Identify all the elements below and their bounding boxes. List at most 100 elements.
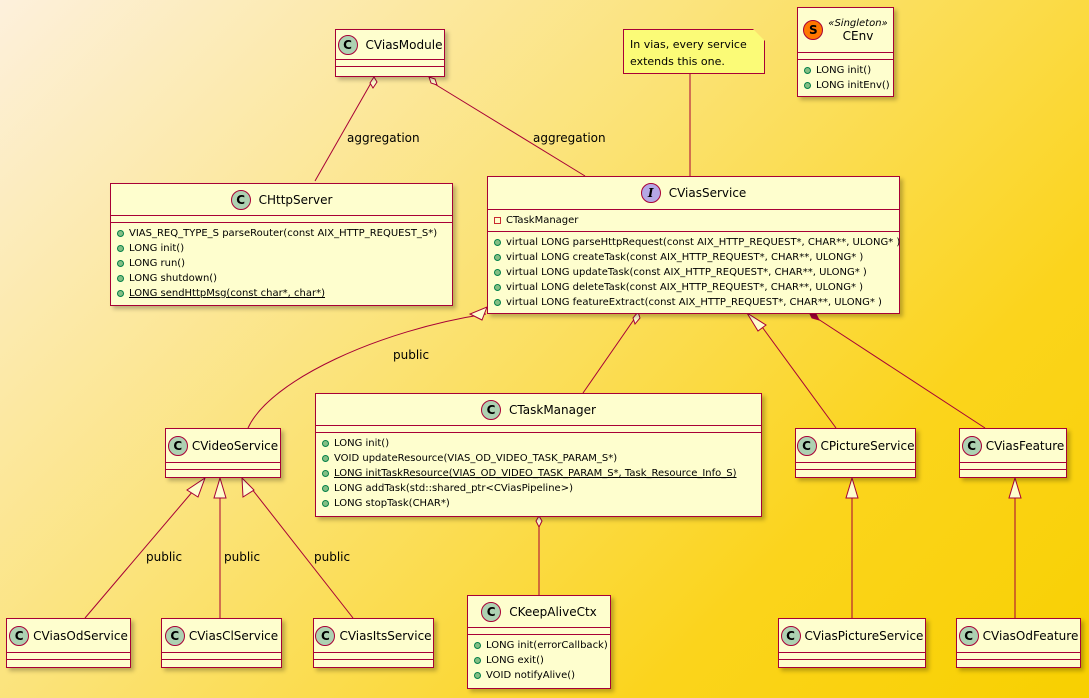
public-icon <box>322 470 329 477</box>
class-icon: C <box>167 435 188 456</box>
class-name: CViasOdFeature <box>982 628 1079 643</box>
class-icon: C <box>337 34 358 55</box>
method-item: LONG exit() <box>468 653 610 668</box>
note-line: extends this one. <box>630 55 725 68</box>
public-icon <box>804 82 811 89</box>
class-name: CViasFeature <box>985 438 1065 453</box>
label-public: public <box>393 348 430 362</box>
label-aggregation: aggregation <box>347 131 420 145</box>
method-item: LONG init() <box>798 63 893 78</box>
edge-service-viasfeature <box>814 316 986 429</box>
edge-module-service <box>432 82 586 177</box>
stereotype: «Singleton» <box>828 18 888 29</box>
class-ctaskmanager[interactable]: C CTaskManager LONG init() VOID updateRe… <box>315 393 762 517</box>
class-name: CViasModule <box>365 37 443 52</box>
class-name: CTaskManager <box>509 402 596 417</box>
generalization-arrow <box>186 476 206 498</box>
edge-pictureservice-service <box>756 319 837 429</box>
method-item: LONG initEnv() <box>798 78 893 93</box>
label-public: public <box>146 550 183 564</box>
public-icon <box>494 284 501 291</box>
method-item: LONG run() <box>111 256 452 271</box>
method-item: virtual LONG parseHttpRequest(const AIX_… <box>488 235 900 250</box>
note: In vias, every service extends this one. <box>623 29 765 74</box>
public-icon <box>117 260 124 267</box>
class-icon: C <box>230 189 251 210</box>
aggregation-diamond <box>369 76 378 89</box>
public-icon <box>117 245 124 252</box>
class-name: CViasPictureService <box>804 628 924 643</box>
label-aggregation: aggregation <box>533 131 606 145</box>
class-icon: C <box>481 399 502 420</box>
class-name: CPictureService <box>820 438 915 453</box>
label-public: public <box>224 550 261 564</box>
public-icon <box>474 657 481 664</box>
class-icon: C <box>9 625 30 646</box>
generalization-arrow <box>746 312 767 332</box>
class-icon: C <box>315 625 336 646</box>
edge-itsservice-videoservice <box>247 483 354 619</box>
class-icon: C <box>958 625 979 646</box>
class-cviasmodule[interactable]: C CViasModule <box>335 29 445 77</box>
public-icon <box>322 485 329 492</box>
class-cviasodfeature[interactable]: C CViasOdFeature <box>956 618 1081 668</box>
method-item: VOID notifyAlive() <box>468 668 610 683</box>
generalization-arrow <box>468 306 488 321</box>
class-cviasodservice[interactable]: C CViasOdService <box>6 618 131 668</box>
class-cviasfeature[interactable]: C CViasFeature <box>959 428 1067 478</box>
class-icon: C <box>796 435 817 456</box>
class-cviasclservice[interactable]: C CViasClService <box>161 618 282 668</box>
method-item: virtual LONG deleteTask(const AIX_HTTP_R… <box>488 280 899 295</box>
class-icon: C <box>481 601 502 622</box>
edge-odservice-videoservice <box>84 483 200 619</box>
class-name: CViasOdService <box>33 628 128 643</box>
class-cvideoservice[interactable]: C CVideoService <box>165 428 281 478</box>
method-item: LONG addTask(std::shared_ptr<CViasPipeli… <box>316 481 761 496</box>
class-cviasitsservice[interactable]: C CViasItsService <box>313 618 434 668</box>
field-item: CTaskManager <box>488 213 899 228</box>
method-item: LONG init() <box>111 241 452 256</box>
method-item: LONG initTaskResource(VIAS_OD_VIDEO_TASK… <box>316 466 761 481</box>
public-icon <box>322 500 329 507</box>
class-chttpserver[interactable]: C CHttpServer VIAS_REQ_TYPE_S parseRoute… <box>110 183 453 306</box>
class-cenv[interactable]: S «Singleton» CEnv LONG init() LONG init… <box>797 7 894 97</box>
private-icon <box>494 217 501 224</box>
public-icon <box>474 672 481 679</box>
public-icon <box>494 269 501 276</box>
edge-videoservice-service <box>247 313 487 429</box>
method-item: LONG stopTask(CHAR*) <box>316 496 761 511</box>
class-cviasservice[interactable]: I CViasService CTaskManager virtual LONG… <box>487 176 900 314</box>
class-name: CViasClService <box>188 628 279 643</box>
public-icon <box>117 230 124 237</box>
class-icon: C <box>961 435 982 456</box>
edge-service-taskmanager <box>582 317 636 394</box>
class-cpictureservice[interactable]: C CPictureService <box>795 428 916 478</box>
edge-module-httpserver <box>314 82 372 182</box>
generalization-arrow <box>845 476 859 499</box>
aggregation-diamond <box>535 515 543 529</box>
method-item: virtual LONG featureExtract(const AIX_HT… <box>488 295 899 310</box>
method-item: virtual LONG createTask(const AIX_HTTP_R… <box>488 250 899 265</box>
class-icon: C <box>780 625 801 646</box>
class-ckeepalivectx[interactable]: C CKeepAliveCtx LONG init(errorCallback)… <box>467 595 611 689</box>
public-icon <box>474 642 481 649</box>
singleton-icon: S <box>803 20 824 40</box>
public-icon <box>322 455 329 462</box>
note-line: In vias, every service <box>630 38 747 51</box>
method-item: VIAS_REQ_TYPE_S parseRouter(const AIX_HT… <box>111 226 452 241</box>
class-name: CEnv <box>842 29 874 43</box>
class-name: CHttpServer <box>258 192 333 207</box>
method-item: virtual LONG updateTask(const AIX_HTTP_R… <box>488 265 899 280</box>
method-item: LONG init(errorCallback) <box>468 638 610 653</box>
method-item: VOID updateResource(VIAS_OD_VIDEO_TASK_P… <box>316 451 761 466</box>
generalization-arrow <box>241 476 255 498</box>
public-icon <box>494 254 501 261</box>
generalization-arrow <box>1008 476 1022 499</box>
interface-icon: I <box>640 183 661 203</box>
public-icon <box>494 299 501 306</box>
class-name: CViasService <box>668 186 747 200</box>
label-public: public <box>314 550 351 564</box>
class-cviaspictureservice[interactable]: C CViasPictureService <box>778 618 926 668</box>
class-name: CKeepAliveCtx <box>509 604 597 619</box>
